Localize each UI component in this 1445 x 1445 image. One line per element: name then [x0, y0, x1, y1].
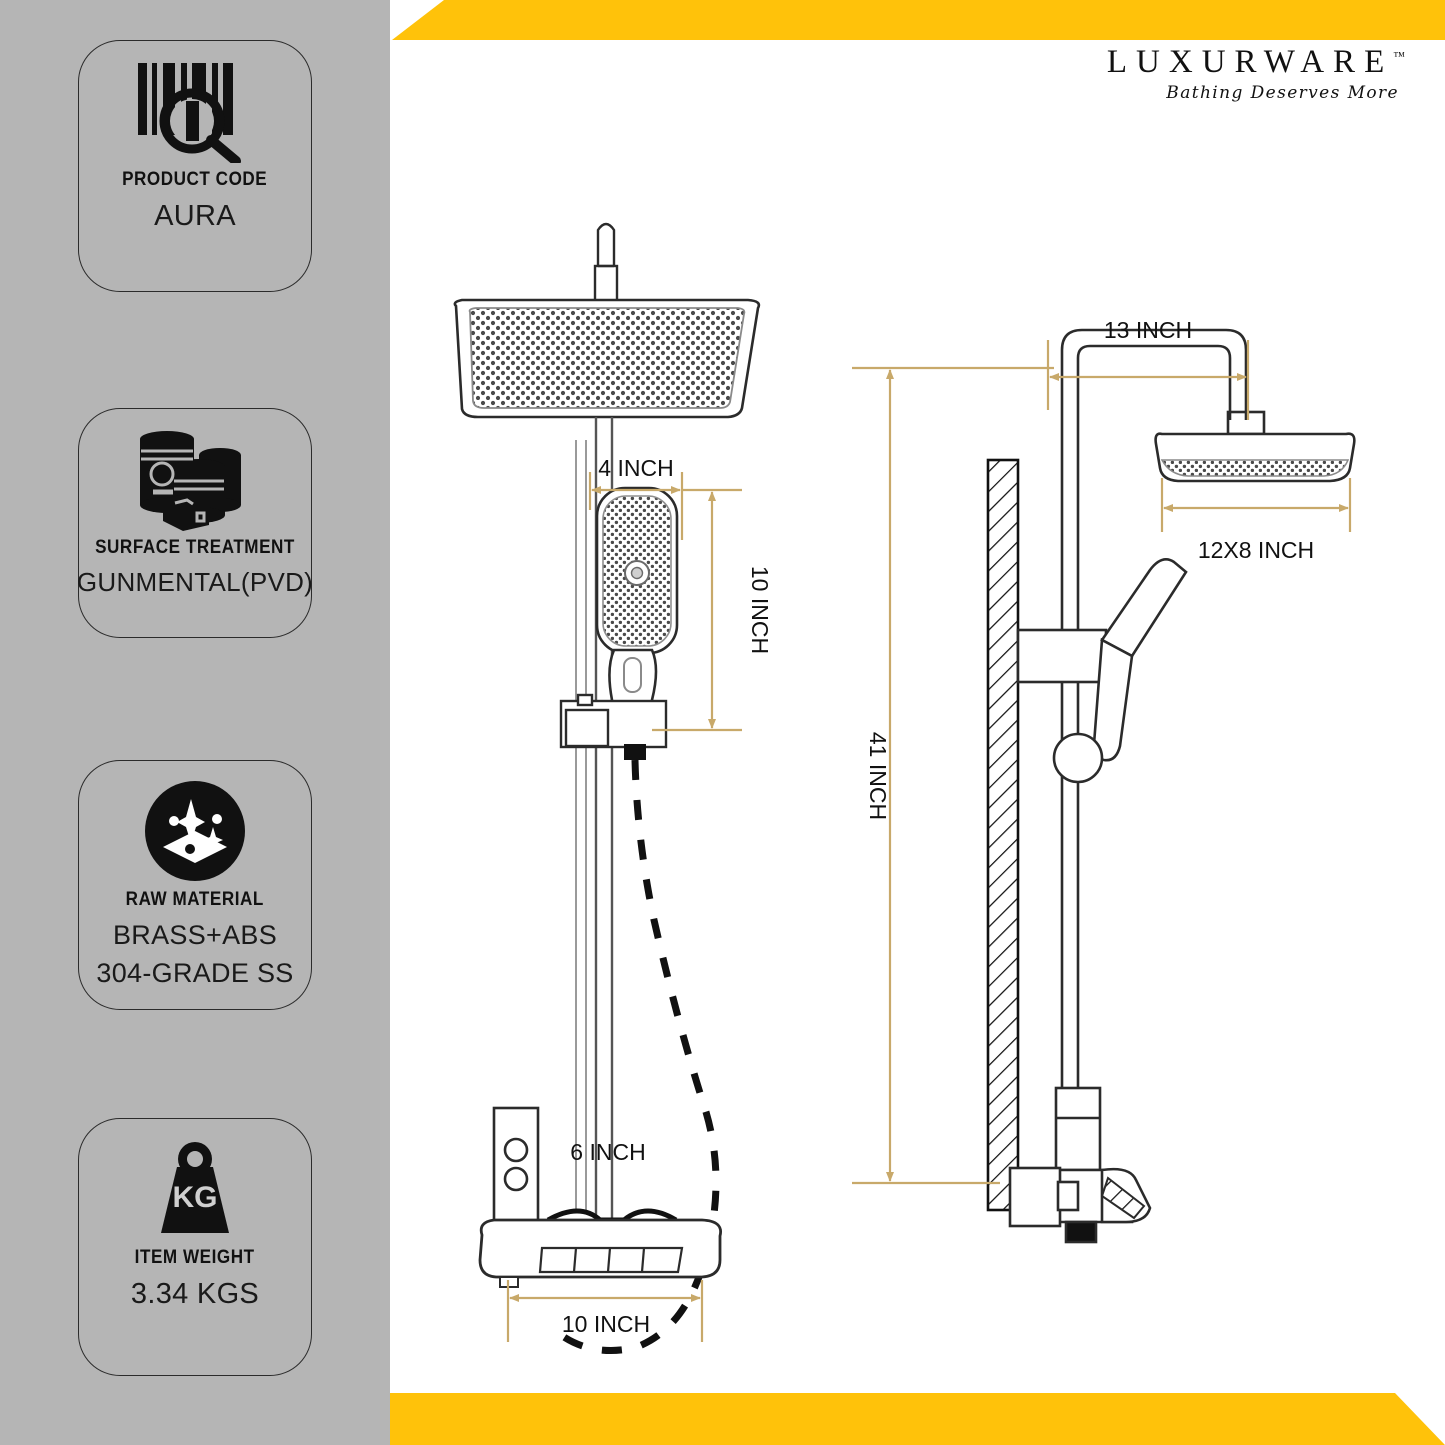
dimension-10-inch-vertical: 10 INCH [652, 488, 773, 732]
dimension-label-6-inch: 6 INCH [570, 1139, 645, 1165]
spec-card-raw-material: RAW MATERIAL BRASS+ABS 304-GRADE SS [78, 760, 312, 1010]
spec-card-value: GUNMENTAL(PVD) [76, 567, 314, 597]
dimension-41-inch: 41 INCH [852, 366, 1054, 1185]
dimension-label: 10 INCH [747, 566, 773, 654]
overhead-shower-head-side [1154, 432, 1356, 483]
hose-connector [624, 744, 646, 760]
dimension-4-inch: 4 INCH [588, 455, 684, 540]
wall-bracket-side [1016, 628, 1108, 684]
spec-card-value: AURA [154, 200, 236, 232]
wall-section [986, 458, 1020, 1212]
riser-rail-inner [575, 440, 587, 1218]
mixer-body-side [1008, 1086, 1152, 1244]
dimension-label: 10 INCH [562, 1311, 650, 1337]
inlet-pipe [593, 222, 619, 304]
brand-logo: LUXURWARE™ Bathing Deserves More [1107, 44, 1405, 103]
paint-drums-icon [125, 427, 265, 531]
brand-name-text: LUXURWARE [1106, 44, 1394, 80]
polished-surface-icon [143, 779, 247, 883]
dimension-label: 13 INCH [1104, 317, 1192, 343]
brand-tagline: Bathing Deserves More [1166, 83, 1399, 103]
accent-bar-bottom [390, 1393, 1445, 1445]
mixer-body-front [478, 1208, 722, 1288]
spec-card-value: BRASS+ABS [112, 920, 278, 950]
spec-card-value: 3.34 KGS [130, 1278, 260, 1310]
overhead-shower-head-front [453, 298, 761, 419]
spec-card-title: SURFACE TREATMENT [95, 537, 295, 558]
spec-card-product-code: PRODUCT CODE AURA [78, 40, 312, 292]
weight-kg-icon: KG [143, 1137, 247, 1241]
barcode-magnifier-icon [120, 59, 270, 163]
flexible-hose [549, 759, 720, 1354]
technical-drawing: 4 INCH 10 INCH 6 INCH 10 INCH [390, 40, 1445, 1393]
spec-card-title: RAW MATERIAL [125, 889, 265, 910]
spec-sidebar: PRODUCT CODE AURA [0, 0, 390, 1445]
brand-name: LUXURWARE™ [1107, 44, 1405, 81]
dimension-label: 4 INCH [598, 455, 673, 481]
trademark-symbol: ™ [1393, 49, 1405, 63]
spec-card-title: ITEM WEIGHT [135, 1247, 255, 1268]
spec-card-surface-treatment: SURFACE TREATMENT GUNMENTAL(PVD) [76, 408, 314, 638]
dimension-13-inch: 13 INCH [1046, 317, 1250, 420]
spec-card-value-secondary: 304-GRADE SS [96, 958, 294, 989]
drawing-svg: 4 INCH 10 INCH 6 INCH 10 INCH [453, 222, 1356, 1354]
svg-text:KG: KG [173, 1181, 218, 1214]
dimension-12x8-inch: 12X8 INCH [1160, 478, 1352, 563]
spec-card-item-weight: KG ITEM WEIGHT 3.34 KGS [78, 1118, 312, 1376]
dimension-label: 12X8 INCH [1198, 537, 1314, 563]
dimension-label: 41 INCH [865, 732, 891, 820]
side-elevation-group: 13 INCH 12X8 INCH 41 INCH [852, 317, 1356, 1244]
spec-card-title: PRODUCT CODE [122, 169, 268, 190]
dimension-10-inch-bottom: 10 INCH [506, 1280, 704, 1342]
outlet-spout [1100, 1176, 1146, 1220]
front-elevation-group: 4 INCH 10 INCH 6 INCH 10 INCH [453, 222, 773, 1354]
accent-bar-top [392, 0, 1445, 40]
shower-arm [1060, 328, 1266, 1210]
slider-bracket [559, 693, 668, 749]
hand-shower-side [1052, 558, 1188, 784]
hand-shower-front [595, 486, 679, 732]
